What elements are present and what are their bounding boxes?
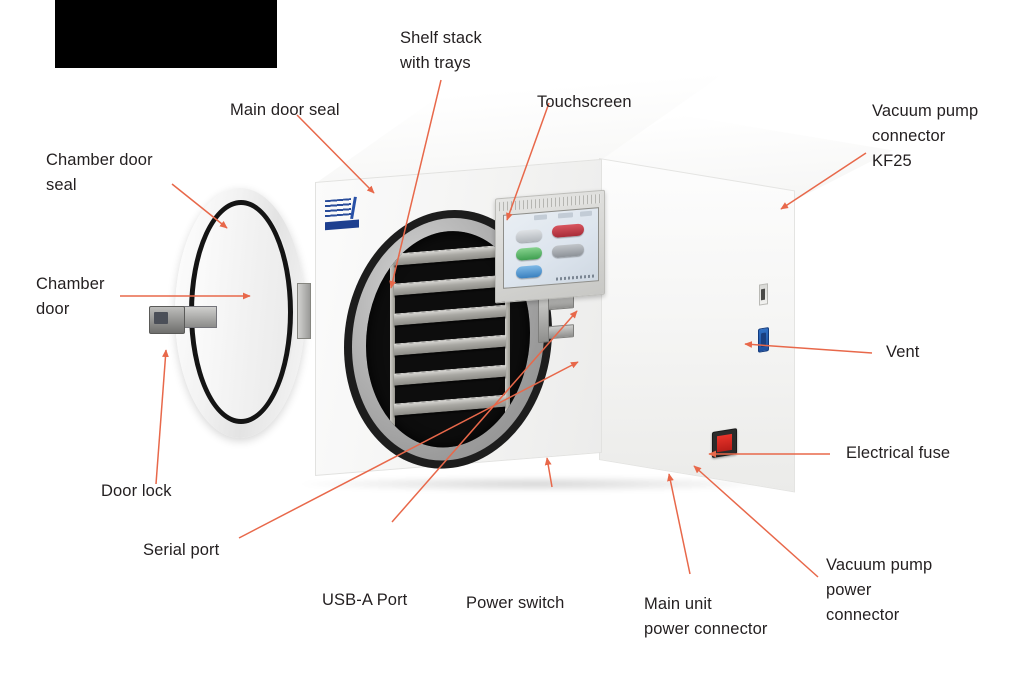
logo-banner <box>325 219 359 231</box>
chamber-door-hinge <box>297 283 311 339</box>
shelf-stack <box>390 244 510 436</box>
cabinet-front-panel <box>315 158 769 477</box>
callout-label-main-door-seal: Main door seal <box>230 101 340 119</box>
callout-label-door-lock: Door lock <box>101 482 172 500</box>
redaction-block <box>55 0 277 68</box>
freeze-dryer-photo <box>140 72 893 500</box>
callout-label-usb-a-port: USB-A Port <box>322 591 408 609</box>
callout-label-chamber-door-seal: Chamber door seal <box>46 151 153 194</box>
callout-label-shelf-stack-with-trays: Shelf stack with trays <box>400 29 482 72</box>
screen-clock-tab[interactable] <box>580 210 592 217</box>
door-lock-handle[interactable] <box>149 306 185 334</box>
shelf-tray <box>394 334 506 356</box>
logo-check-icon <box>350 196 357 220</box>
drop-shadow <box>300 476 770 492</box>
serial-port-connector[interactable] <box>758 327 769 353</box>
shelf-tray <box>394 274 506 296</box>
callout-label-vacuum-pump-power-connector: Vacuum pump power connector <box>826 556 933 624</box>
shelf-tray <box>394 364 506 386</box>
shelf-tray <box>394 244 506 266</box>
usb-a-port-connector[interactable] <box>759 283 768 306</box>
chamber-door-assembly[interactable] <box>149 188 311 438</box>
screen-menu-tab[interactable] <box>534 214 547 221</box>
screen-status-tab[interactable] <box>558 212 573 219</box>
touchscreen-bezel <box>495 189 605 304</box>
door-latch-post <box>538 294 549 344</box>
callout-label-touchscreen: Touchscreen <box>537 93 632 111</box>
callout-label-electrical-fuse: Electrical fuse <box>846 444 951 462</box>
callout-label-vent: Vent <box>886 343 920 361</box>
touchscreen-display[interactable] <box>503 207 599 289</box>
callout-label-main-unit-power-connector: Main unit power connector <box>644 595 768 638</box>
callout-label-serial-port: Serial port <box>143 541 220 559</box>
shelf-tray <box>394 304 506 326</box>
screen-button-start[interactable] <box>516 246 542 261</box>
logo-wordmark <box>325 198 351 218</box>
shelf-tray <box>394 394 506 416</box>
callout-label-vacuum-pump-connector-kf25: Vacuum pump connector KF25 <box>872 102 979 170</box>
callout-label-power-switch: Power switch <box>466 594 565 612</box>
screen-button-3[interactable] <box>516 264 542 279</box>
brand-logo <box>325 196 365 232</box>
callout-label-chamber-door: Chamber door <box>36 275 105 318</box>
screen-button-2[interactable] <box>552 243 584 258</box>
screen-status-bar <box>556 274 594 281</box>
power-switch-rocker[interactable] <box>712 428 737 459</box>
screen-button-stop[interactable] <box>552 223 584 238</box>
cabinet-side-panel <box>599 158 795 493</box>
screen-button-1[interactable] <box>516 228 542 243</box>
